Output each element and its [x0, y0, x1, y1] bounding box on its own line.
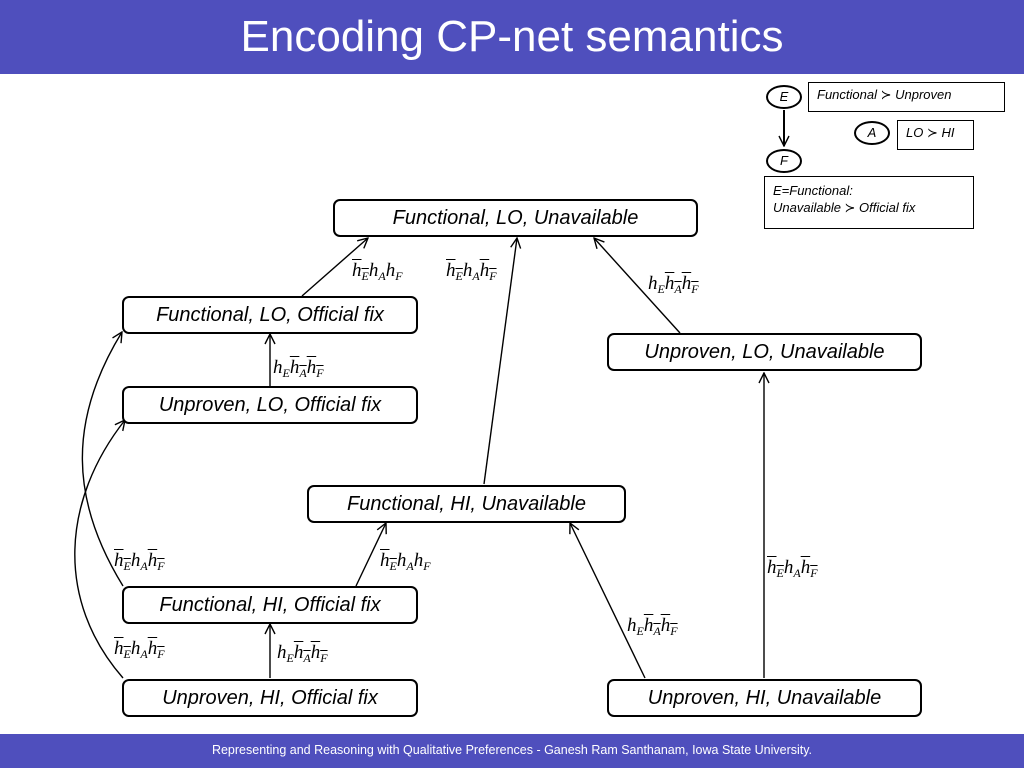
edge-n6-n2	[81, 332, 124, 587]
edge-n6-n5	[355, 523, 386, 587]
legend-node-f: F	[766, 149, 802, 173]
legend-e-preference: Functional ≻ Unproven	[808, 82, 1005, 112]
edge-label-n7-n6: hEhAhF	[277, 642, 328, 665]
title-bar: Encoding CP-net semantics	[0, 0, 1024, 74]
node-functional-hi-official-fix: Functional, HI, Official fix	[122, 586, 418, 624]
node-functional-hi-unavailable: Functional, HI, Unavailable	[307, 485, 626, 523]
legend-a-preference: LO ≻ HI	[897, 120, 974, 150]
edge-label-n8-n3: hEhAhF	[767, 557, 818, 580]
edge-n3-n1	[594, 238, 681, 334]
edge-n8-n5	[570, 523, 646, 679]
edge-label-n6-n2: hEhAhF	[114, 550, 165, 573]
edge-label-n4-n2: hEhAhF	[273, 357, 324, 380]
edge-label-n5-n1: hEhAhF	[446, 260, 497, 283]
legend-node-e: E	[766, 85, 802, 109]
node-unproven-lo-unavailable: Unproven, LO, Unavailable	[607, 333, 922, 371]
edge-label-n3-n1: hEhAhF	[648, 273, 699, 296]
footer-bar: Representing and Reasoning with Qualitat…	[0, 734, 1024, 768]
edge-n2-n1	[301, 238, 368, 297]
slide-title: Encoding CP-net semantics	[240, 12, 784, 61]
node-functional-lo-official-fix: Functional, LO, Official fix	[122, 296, 418, 334]
node-functional-lo-unavailable: Functional, LO, Unavailable	[333, 199, 698, 237]
node-unproven-hi-unavailable: Unproven, HI, Unavailable	[607, 679, 922, 717]
node-unproven-hi-official-fix: Unproven, HI, Official fix	[122, 679, 418, 717]
node-unproven-lo-official-fix: Unproven, LO, Official fix	[122, 386, 418, 424]
footer-text: Representing and Reasoning with Qualitat…	[211, 743, 813, 757]
edge-n5-n1	[483, 238, 517, 485]
edge-label-n8-n5: hEhAhF	[627, 615, 678, 638]
legend-node-a: A	[854, 121, 890, 145]
edge-n7-n4	[74, 420, 125, 679]
legend-f-condition: E=Functional:	[773, 183, 853, 198]
edge-label-n6-n5: hEhAhF	[380, 550, 431, 573]
edge-label-n7-n4: hEhAhF	[114, 638, 165, 661]
legend-f-cpt: E=Functional: Unavailable ≻ Official fix	[764, 176, 974, 229]
edge-label-n2-n1: hEhAhF	[352, 260, 403, 283]
legend-f-preference: Unavailable ≻ Official fix	[773, 200, 916, 215]
